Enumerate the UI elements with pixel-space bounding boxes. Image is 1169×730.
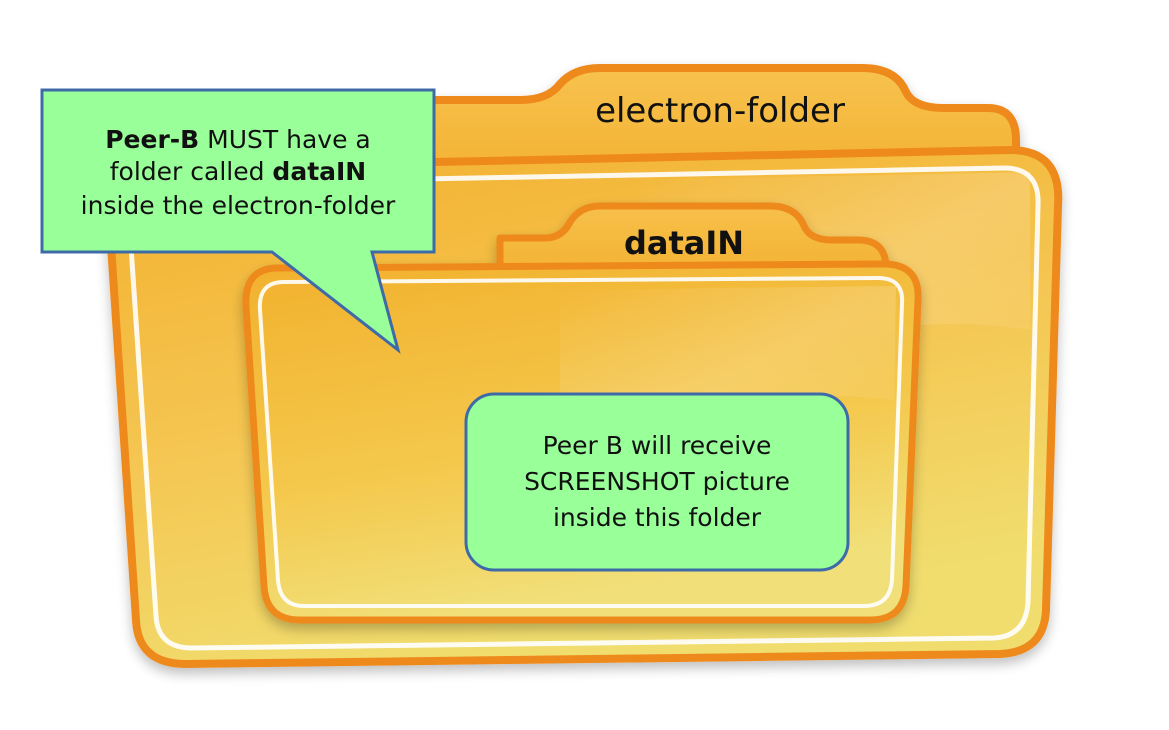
note-line-1: Peer B will receive xyxy=(543,431,772,460)
callout-line-2: folder called dataIN xyxy=(110,157,366,186)
note-shape xyxy=(464,392,850,572)
note-line-3: inside this folder xyxy=(553,503,762,532)
callout-line-3: inside the electron-folder xyxy=(81,191,396,220)
note-line-2: SCREENSHOT picture xyxy=(524,467,790,496)
outer-folder-label: electron-folder xyxy=(595,91,845,131)
callout-line-2-bold: dataIN xyxy=(272,157,366,186)
callout-line-2-rest: folder called xyxy=(110,157,273,186)
inner-folder-highlight xyxy=(257,275,905,608)
inner-folder-label: dataIN xyxy=(624,224,744,262)
callout-bubble: Peer-B MUST have a folder called dataIN … xyxy=(40,88,436,354)
note-box: Peer B will receive SCREENSHOT picture i… xyxy=(464,392,850,572)
callout-line-1-bold: Peer-B xyxy=(105,125,199,154)
callout-line-1-rest: MUST have a xyxy=(199,125,371,154)
callout-line-1: Peer-B MUST have a xyxy=(105,125,371,154)
callout-shape xyxy=(40,88,436,354)
